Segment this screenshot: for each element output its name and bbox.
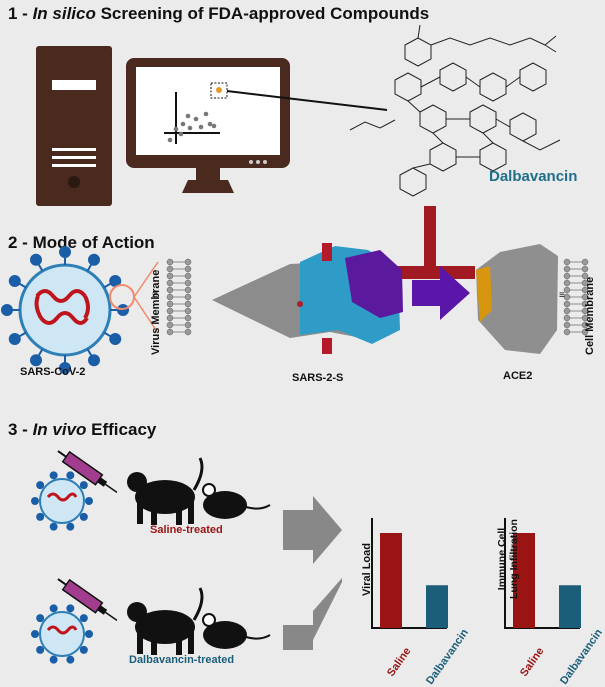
virus-spikes [1,246,129,664]
chart2-bar-saline [513,533,535,628]
syringe-icon-2 [57,578,118,621]
virus-small-icon-2 [39,611,85,657]
section-title-3: 3 - In vivo Efficacy [8,420,157,439]
monitor-icon [126,58,290,193]
chart2-bar-dalbavancin [559,585,581,628]
zoom-circle-icon [109,261,159,334]
cell-membrane-icon [563,258,589,336]
section-title-1: 1 - In silico Screening of FDA-approved … [8,4,430,23]
computer-tower-icon [36,46,112,206]
virus-icon [18,263,112,357]
chart1-bar-saline [380,533,402,628]
monkey-icon-2 [127,587,204,655]
chart2-ylabel: Immune Cell Lung Infiltration [496,519,520,599]
binding-arrow-icon [412,266,470,320]
mouse-icon-2 [202,613,271,649]
chart1-bar-dalbavancin [426,585,448,628]
svg-text:≡: ≡ [152,290,158,301]
receptor-label: ACE2 [503,370,533,382]
compound-name: Dalbavancin [489,168,578,185]
result-arrow-icon-2 [283,578,342,650]
svg-text:≡: ≡ [559,290,565,301]
monkey-icon-1 [127,457,204,525]
cell-membrane-label: Cell Membrane [584,276,596,355]
inhibition-icon [387,206,475,279]
chart1-ylabel: Viral Load [361,543,373,596]
virus-membrane-label: Virus Membrane [150,269,162,355]
chart1-axis [371,518,447,629]
spike-protein-icon [212,243,403,354]
virus-membrane-icon [166,258,192,336]
result-arrow-icon-1 [283,496,342,564]
chart2-axis [504,518,580,629]
virus-small-icon-1 [39,478,85,524]
screening-scatter-icon [164,82,388,144]
ace2-protein-icon [476,244,558,354]
dalba-group-label: Dalbavancin-treated [129,654,235,666]
virus-label: SARS-CoV-2 [20,366,86,378]
saline-group-label: Saline-treated [150,524,223,536]
efficacy-bar-charts [371,518,581,629]
syringe-icon-1 [57,450,118,493]
dalbavancin-structure-icon [349,24,561,197]
mouse-icon-1 [202,483,271,519]
spike-label: SARS-2-S [292,372,344,384]
